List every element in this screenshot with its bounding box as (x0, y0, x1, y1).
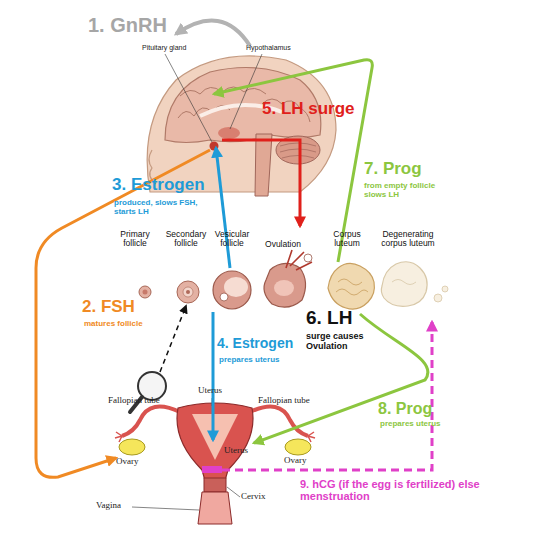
luteal-folds (336, 279, 368, 295)
part-label: Hypothalamus (246, 44, 306, 52)
zoom-arrow (160, 306, 186, 372)
luteal-folds (392, 280, 416, 285)
ovulation-follicle (264, 263, 306, 307)
oocyte (220, 293, 228, 301)
hormone-note: produced, slows FSH, starts LH (114, 199, 214, 217)
stage-label: Secondary follicle (162, 230, 210, 249)
hormone-label: 2. FSH (82, 298, 152, 317)
organ-label: Uterus (198, 386, 238, 396)
rupture-streak (286, 250, 312, 270)
organ-label: Ovary (116, 457, 146, 467)
menstruation-mark (202, 466, 222, 473)
estrogen-arrow (212, 312, 215, 440)
ovary (119, 439, 145, 455)
stage-label: Corpus luteum (322, 230, 372, 249)
hormone-label: 6. LH (306, 308, 366, 329)
organ-label: Vagina (96, 501, 136, 511)
hormone-label: 4. Estrogen (217, 336, 307, 351)
lh-surge-arrow (222, 140, 300, 226)
organ-label: Fallopian tube (258, 396, 320, 406)
hormone-label: 9. hCG (if the egg is fertilized) else m… (300, 478, 505, 502)
part-label: Pituitary gland (142, 44, 202, 52)
degenerating-corpus-luteum (381, 262, 427, 307)
hormone-label: 8. Prog (378, 400, 458, 418)
corpus-luteum (328, 263, 374, 309)
primary-follicle (139, 286, 151, 298)
head-outline (147, 56, 336, 192)
organ-label: Uterus (224, 446, 260, 456)
organ-label: Fallopian tube (108, 396, 170, 406)
brainstem (255, 134, 272, 196)
leader-line (230, 54, 262, 129)
hormone-note: from empty follicle slows LH (364, 182, 454, 200)
leader-line (227, 487, 240, 497)
hormone-label: 1. GnRH (88, 14, 188, 36)
hypothalamus (218, 127, 240, 139)
oocyte (143, 290, 148, 295)
antrum (224, 277, 248, 297)
organ-label: Cervix (241, 492, 277, 502)
uterus-body (177, 403, 253, 484)
hormone-note: surge causes Ovulation (306, 332, 376, 352)
vesicular-follicle (213, 271, 251, 309)
hormone-label: 5. LH surge (262, 100, 382, 119)
released-oocyte (304, 254, 312, 262)
leader-line (132, 507, 199, 510)
fallopian-tube (250, 407, 308, 436)
hormone-note: prepares uterus (380, 420, 460, 429)
ovary (285, 439, 311, 455)
oocyte-nucleus (186, 290, 190, 294)
leader-line (165, 54, 212, 142)
secondary-follicle (177, 281, 199, 303)
hormone-label: 3. Estrogen (112, 176, 222, 195)
gnrh-arrow (176, 21, 250, 46)
antrum (274, 280, 294, 296)
stage-label: Primary follicle (112, 230, 158, 249)
stage-label: Degenerating corpus luteum (370, 230, 446, 249)
fragment (442, 286, 448, 292)
fimbriae (308, 432, 315, 442)
hormone-note: prepares uterus (219, 356, 299, 365)
oocyte (183, 287, 193, 297)
stage-label: Ovulation (258, 240, 308, 249)
stage-label: Vesicular follicle (208, 230, 256, 249)
hormone-label: 7. Prog (364, 160, 454, 179)
organ-label: Ovary (284, 456, 314, 466)
cervix (204, 478, 226, 492)
vagina (198, 492, 232, 524)
cerebellum-folds (280, 143, 316, 158)
fallopian-tube (122, 407, 180, 436)
hormone-note: matures follicle (84, 320, 144, 329)
fimbriae (115, 432, 122, 442)
estrogen-arrow (216, 148, 230, 268)
fragment (434, 294, 442, 302)
